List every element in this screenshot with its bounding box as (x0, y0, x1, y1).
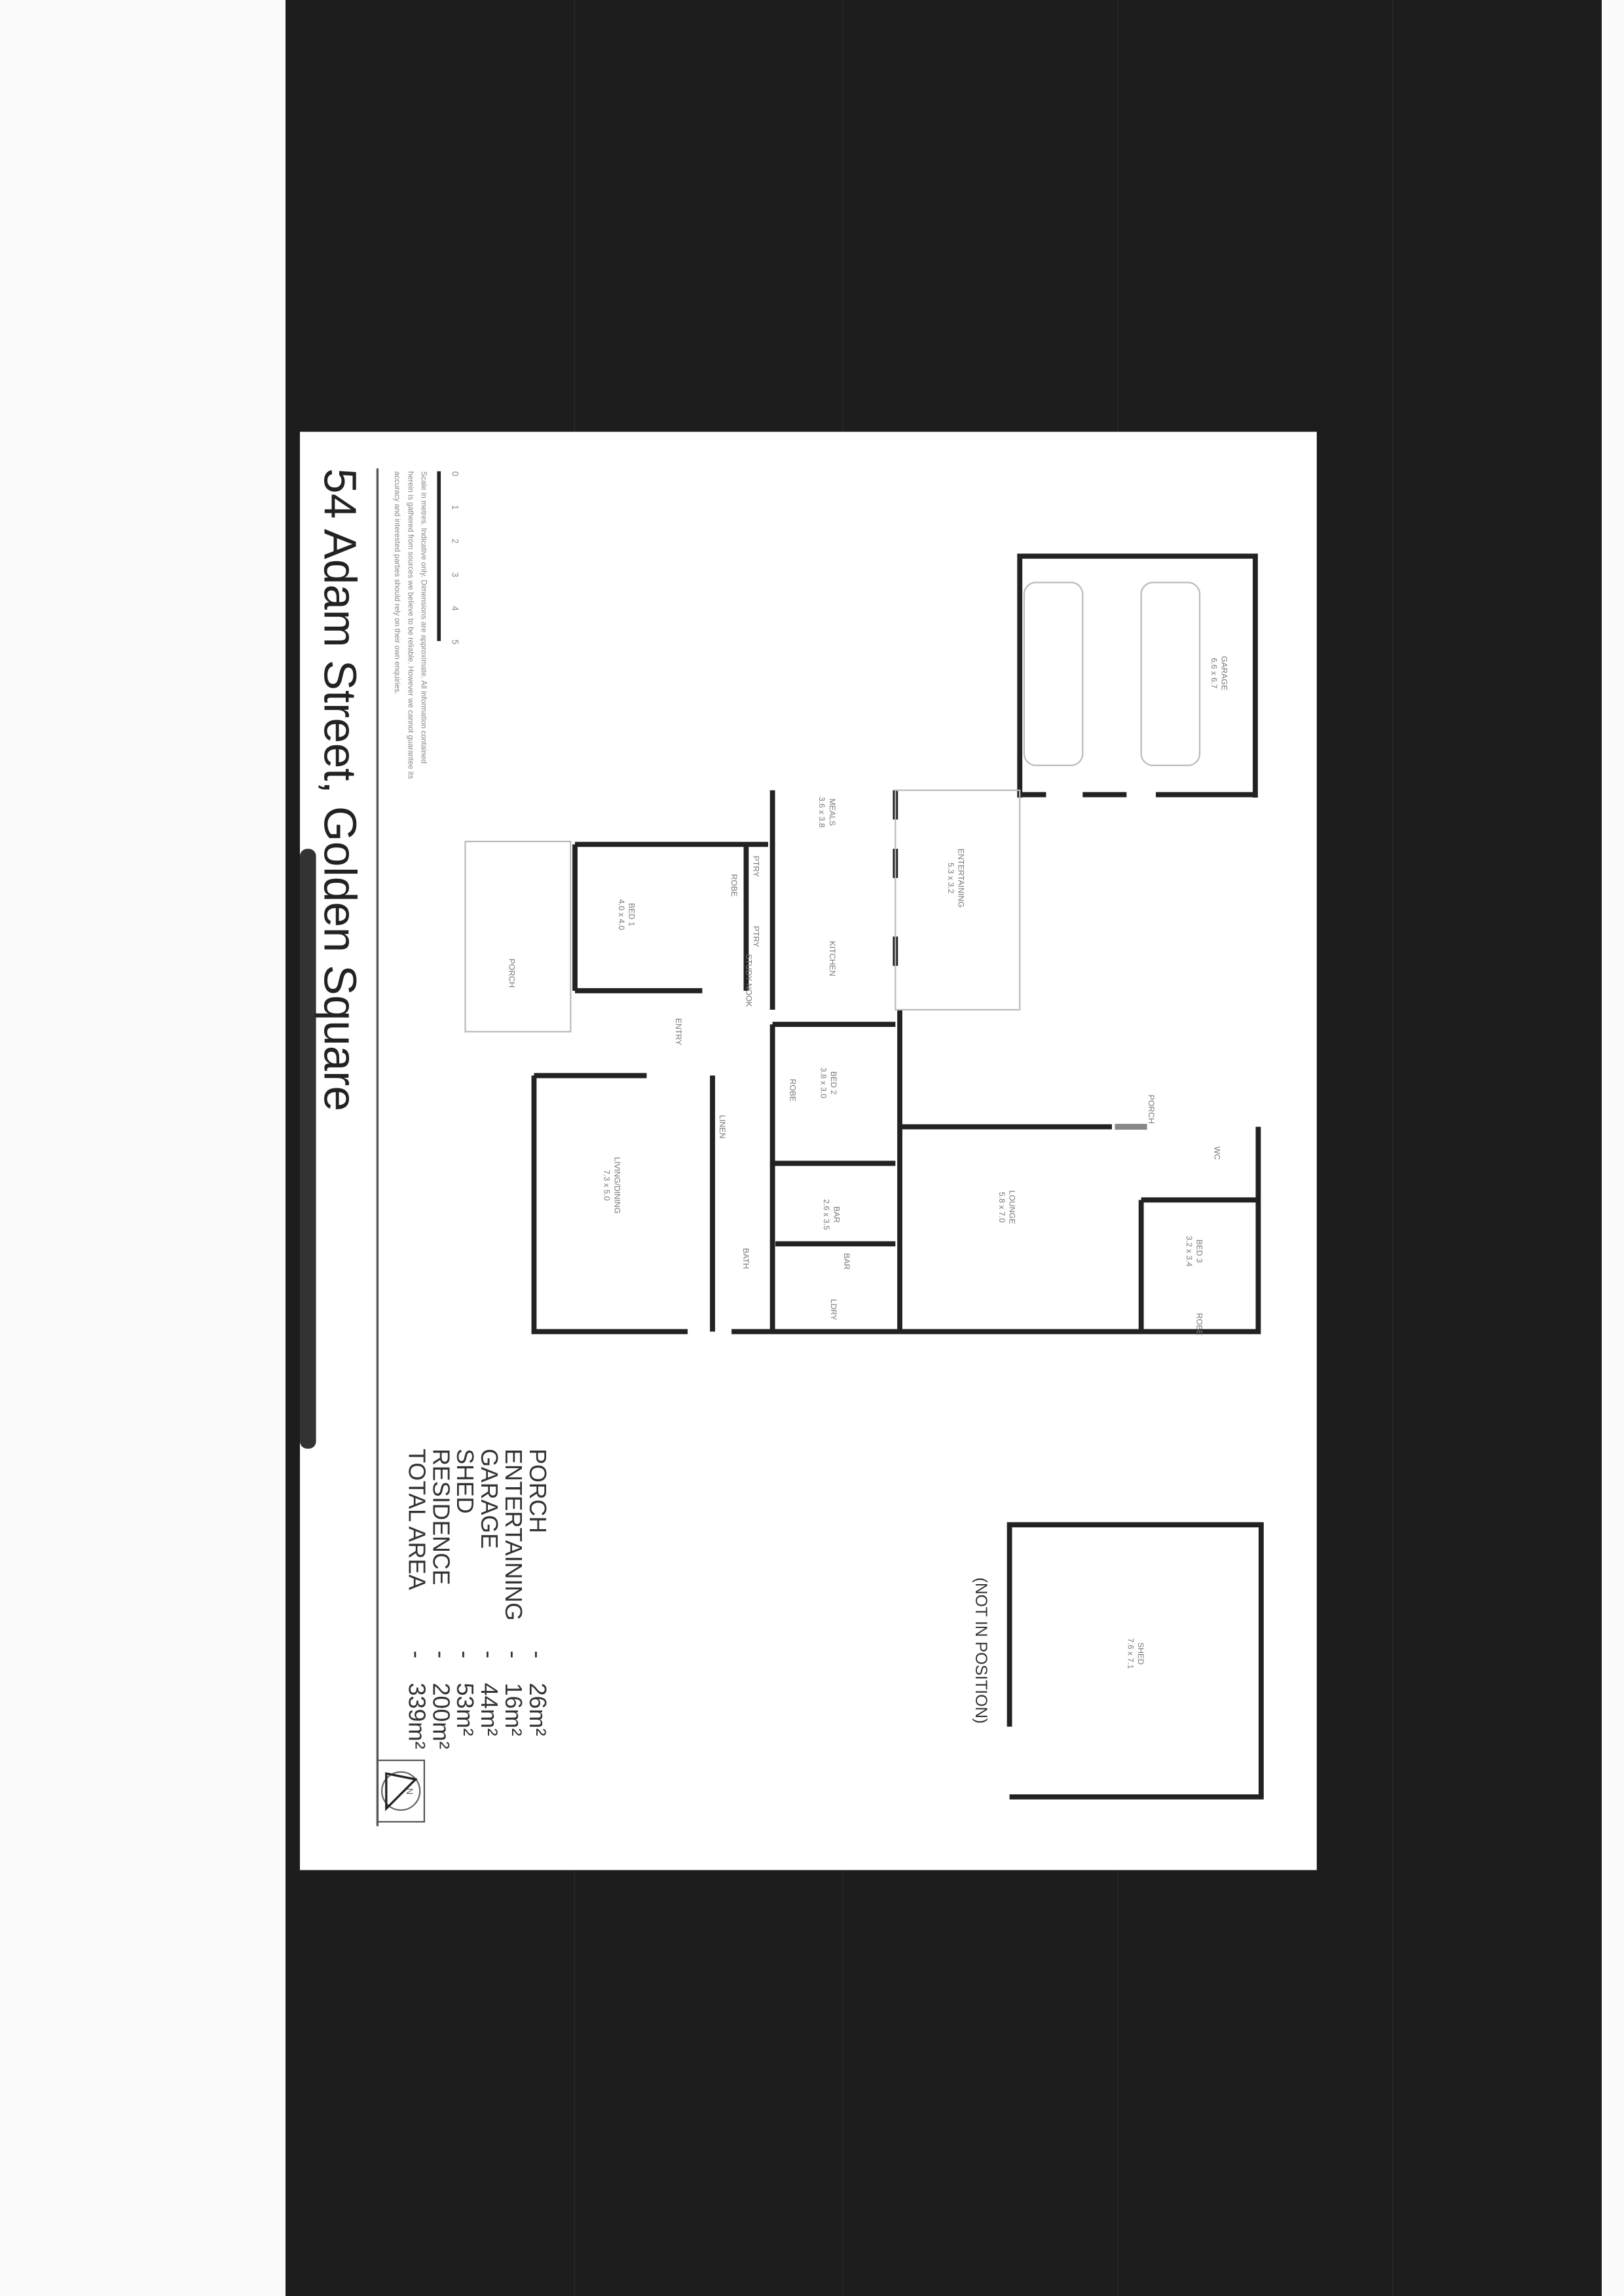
area-separator: - (403, 1650, 430, 1658)
room-label: BAR (832, 1206, 841, 1223)
room-label: PTRY (752, 856, 761, 878)
disclaimer-line: herein is gathered from sources we belie… (406, 472, 415, 779)
shed-walls (1006, 1522, 1264, 1800)
disclaimer-line: Scale in metres. Indicative only. Dimens… (419, 472, 428, 764)
area-separator: - (428, 1650, 454, 1658)
room-label: LDRY (829, 1299, 838, 1321)
floor-plan-sheet (300, 432, 1317, 1870)
garage-walls (1017, 553, 1258, 798)
bed1-walls (572, 842, 768, 993)
area-separator: - (525, 1650, 551, 1658)
room-label: ROBE (1195, 1313, 1204, 1336)
room-label: ENTERTAINING (956, 849, 965, 908)
room-label: LOUNGE (1008, 1191, 1017, 1225)
room-label: STUDY NOOK (744, 954, 753, 1008)
car-icon (1140, 582, 1201, 766)
room-dimensions: 7.6 x 7.1 (1126, 1638, 1135, 1669)
area-label: TOTAL AREA (403, 1449, 430, 1590)
shed-note: (NOT IN POSITION) (972, 1578, 989, 1724)
scale-label: 4 (450, 606, 460, 611)
room-label: WC (1212, 1147, 1221, 1160)
area-value: 16m² (500, 1683, 526, 1737)
room-label: BAR (842, 1253, 851, 1270)
north-compass-icon: N (377, 1759, 426, 1823)
panel-seam (1392, 0, 1393, 2296)
room-dimensions: 5.8 x 7.0 (997, 1192, 1006, 1223)
area-label: GARAGE (476, 1449, 502, 1549)
scrollbar-strip[interactable] (300, 849, 316, 1449)
light-outlines (464, 582, 1201, 1033)
room-dimensions: 7.3 x 5.0 (602, 1170, 612, 1200)
scale-label: 2 (450, 538, 460, 543)
area-value: 44m² (476, 1683, 502, 1737)
room-dimensions: 6.6 x 6.7 (1209, 657, 1219, 688)
room-label: BED 1 (627, 903, 637, 927)
room-label: KITCHEN (828, 941, 837, 976)
room-label: PORCH (1147, 1095, 1156, 1124)
room-label: SHED (1136, 1642, 1145, 1665)
area-separator: - (500, 1650, 526, 1658)
scale-label: 5 (450, 640, 460, 644)
area-value: 26m² (525, 1683, 551, 1737)
room-label: GARAGE (1220, 656, 1229, 690)
area-value: 339m² (403, 1683, 430, 1749)
area-label: ENTERTAINING (500, 1449, 526, 1621)
room-label: ENTRY (674, 1018, 683, 1045)
room-dimensions: 5.3 x 3.2 (946, 862, 955, 893)
area-label: SHED (452, 1449, 478, 1513)
scale-label: 1 (450, 505, 460, 509)
area-label: RESIDENCE (428, 1449, 454, 1585)
area-separator: - (476, 1650, 502, 1658)
car-icon (1023, 582, 1084, 766)
walls (531, 553, 1264, 1800)
residence-walls (531, 1073, 1261, 1335)
room-dimensions: 3.6 x 3.8 (817, 797, 826, 828)
area-label: PORCH (525, 1449, 551, 1533)
entertaining-outline (895, 789, 1021, 1010)
area-separator: - (452, 1650, 478, 1658)
room-label: BED 2 (829, 1071, 838, 1095)
room-label: PORCH (507, 959, 517, 988)
svg-text:N: N (405, 1788, 415, 1794)
room-label: LIVING/DINING (612, 1157, 621, 1214)
room-dimensions: 2.6 x 3.5 (822, 1199, 831, 1230)
room-label: LINEN (718, 1115, 727, 1139)
room-label: PTRY (752, 926, 761, 948)
interior-walls (769, 1009, 1113, 1332)
area-value: 200m² (428, 1683, 454, 1749)
scale-label: 0 (450, 472, 460, 476)
porch-step (1115, 1124, 1147, 1130)
room-dimensions: 3.2 x 3.4 (1185, 1236, 1194, 1267)
room-label: MEALS (828, 798, 837, 826)
room-label: BED 3 (1195, 1240, 1204, 1263)
porch-outline (464, 840, 572, 1033)
disclaimer-line: accuracy and interested parties should r… (393, 472, 401, 695)
area-value: 53m² (452, 1683, 478, 1737)
room-label: ROBE (788, 1079, 797, 1102)
room-label: ROBE (729, 874, 739, 897)
room-dimensions: 4.0 x 4.0 (617, 899, 626, 930)
scale-label: 3 (450, 572, 460, 577)
room-label: BATH (741, 1248, 750, 1269)
room-dimensions: 3.8 x 3.0 (819, 1067, 828, 1098)
plan-title: 54 Adam Street, Golden Square (315, 468, 366, 1111)
